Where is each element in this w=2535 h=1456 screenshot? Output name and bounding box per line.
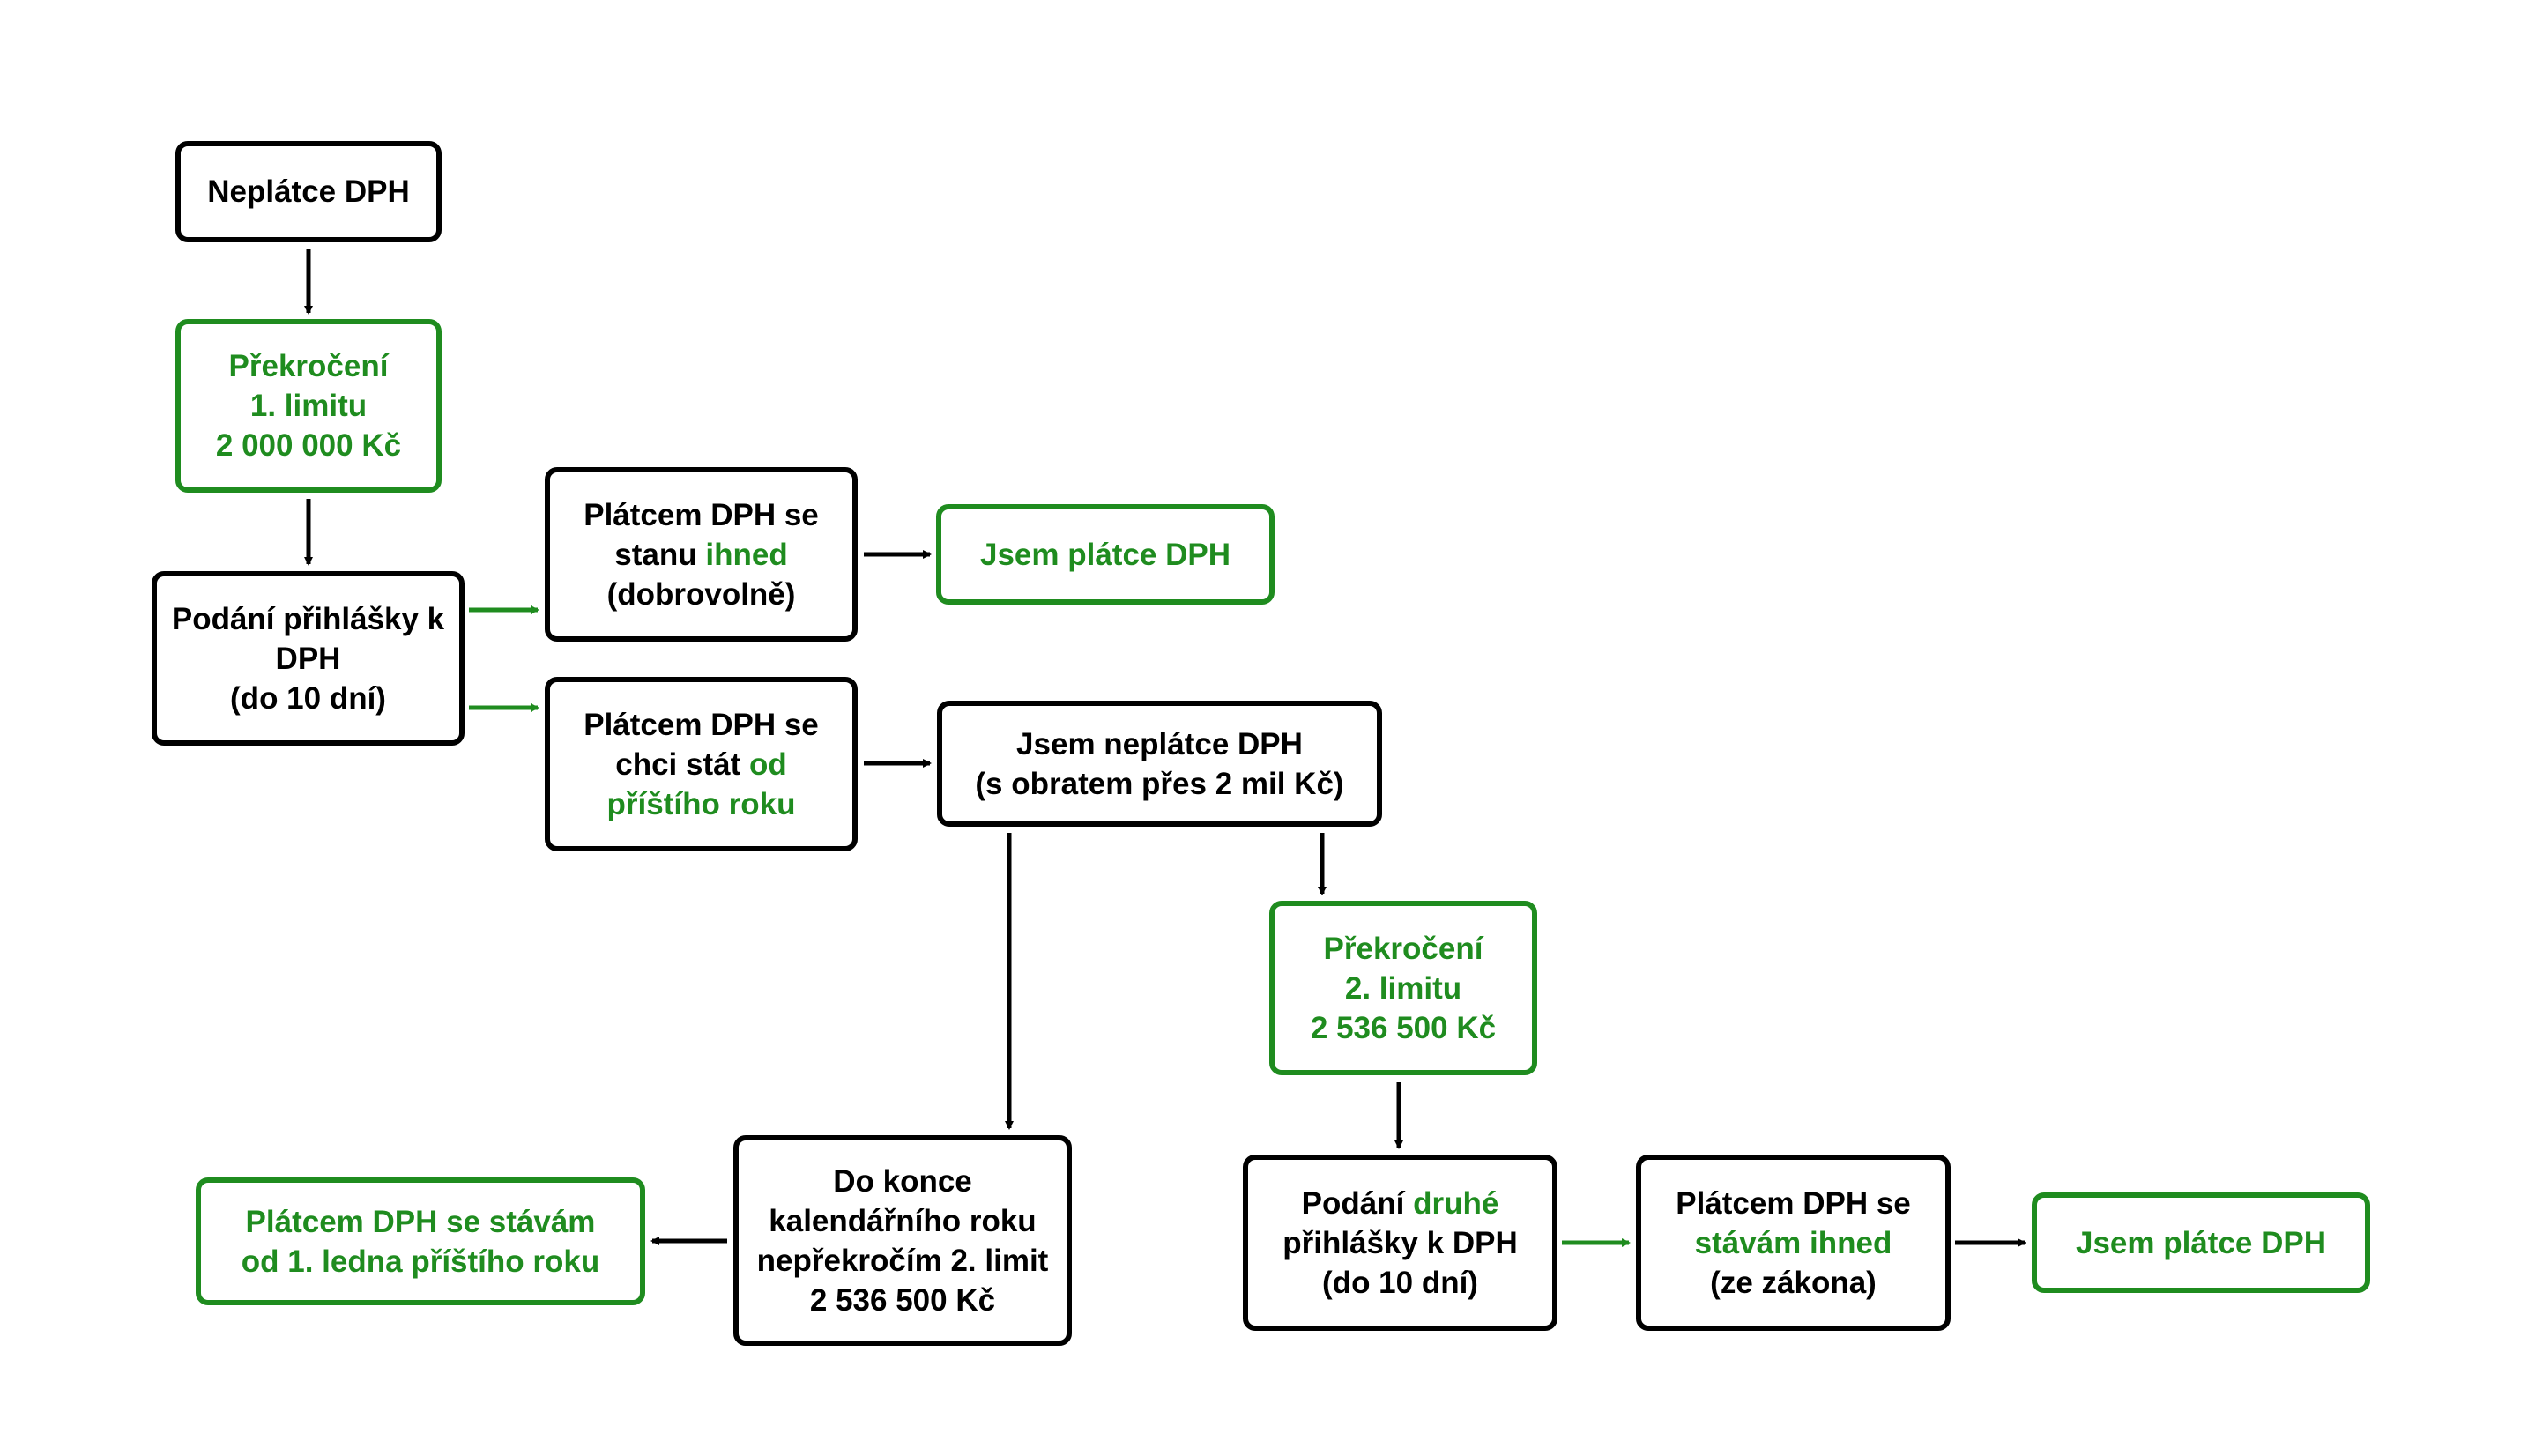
node-podani2-line1-a: Podání	[1301, 1185, 1414, 1221]
node-podani2-line1: Podání druhé	[1282, 1184, 1518, 1223]
node-platce1-line1: Jsem plátce DPH	[979, 537, 1231, 572]
node-prekroceni2-line2: 2. limitu	[1344, 970, 1462, 1006]
node-od-1-ledna: Plátcem DPH se stávám od 1. ledna příští…	[196, 1177, 645, 1305]
node-neplatce-dph: Neplátce DPH	[175, 141, 442, 242]
node-prekroceni-1-limitu: Překročení 1. limitu 2 000 000 Kč	[175, 319, 442, 493]
node-jsem-platce-2: Jsem plátce DPH	[2032, 1192, 2370, 1293]
node-stavam-ihned-line2: stávám ihned	[1694, 1225, 1892, 1260]
node-stanu-ihned-line2-highlight: ihned	[705, 537, 788, 572]
node-prekroceni2-line3: 2 536 500 Kč	[1310, 1010, 1497, 1045]
node-do-konce-line4: 2 536 500 Kč	[809, 1282, 996, 1318]
node-chci-stat-line2-highlight: od	[748, 747, 787, 782]
node-chci-stat-line2: chci stát od	[584, 745, 819, 784]
node-podani1-line1: Podání přihlášky k	[171, 601, 445, 636]
node-chci-stat-line3: příštího roku	[606, 786, 796, 821]
node-od-ledna-line2: od 1. ledna příštího roku	[241, 1244, 600, 1279]
node-chci-stat-od-pristiho-roku: Plátcem DPH se chci stát od příštího rok…	[545, 677, 858, 851]
node-stanu-ihned-line2: stanu ihned	[584, 535, 819, 575]
node-podani1-line2: DPH	[275, 641, 341, 676]
node-podani1-line3: (do 10 dní)	[230, 680, 386, 716]
node-jsem-neplatce-line1: Jsem neplátce DPH	[1016, 726, 1303, 761]
node-podani2-line2: přihlášky k DPH	[1282, 1225, 1518, 1260]
node-prekroceni1-line2: 1. limitu	[249, 389, 368, 423]
node-chci-stat-line1: Plátcem DPH se	[584, 707, 819, 742]
node-stanu-ihned: Plátcem DPH se stanu ihned (dobrovolně)	[545, 467, 858, 642]
node-podani-prihlasky: Podání přihlášky k DPH (do 10 dní)	[152, 571, 465, 746]
node-stavam-ihned-line1: Plátcem DPH se	[1676, 1185, 1911, 1221]
node-prekroceni1-line1: Překročení	[228, 349, 389, 383]
node-do-konce-roku: Do konce kalendářního roku nepřekročím 2…	[733, 1135, 1072, 1346]
node-stanu-ihned-line2-a: stanu	[614, 537, 706, 572]
node-podani2-line1-highlight: druhé	[1413, 1185, 1499, 1221]
node-prekroceni1-line3: 2 000 000 Kč	[215, 428, 402, 463]
node-do-konce-line3: nepřekročím 2. limit	[756, 1243, 1049, 1278]
node-neplatce-line1: Neplátce DPH	[207, 175, 410, 209]
node-stavam-ihned: Plátcem DPH se stávám ihned (ze zákona)	[1636, 1155, 1951, 1331]
node-podani2-line3: (do 10 dní)	[1322, 1265, 1478, 1300]
node-od-ledna-line1: Plátcem DPH se stávám	[245, 1204, 596, 1239]
node-platce2-line1: Jsem plátce DPH	[2075, 1225, 2327, 1260]
node-do-konce-line1: Do konce	[833, 1163, 972, 1199]
node-stanu-ihned-line3: (dobrovolně)	[606, 576, 796, 612]
node-podani-druhe-prihlasky: Podání druhé přihlášky k DPH (do 10 dní)	[1243, 1155, 1557, 1331]
node-do-konce-line2: kalendářního roku	[769, 1203, 1037, 1238]
node-prekroceni2-line1: Překročení	[1323, 931, 1483, 966]
node-jsem-neplatce-line2: (s obratem přes 2 mil Kč)	[975, 766, 1344, 801]
node-stanu-ihned-line1: Plátcem DPH se	[584, 497, 819, 532]
node-jsem-platce-1: Jsem plátce DPH	[936, 504, 1275, 605]
node-stavam-ihned-line3: (ze zákona)	[1710, 1265, 1877, 1300]
node-jsem-neplatce: Jsem neplátce DPH (s obratem přes 2 mil …	[937, 701, 1382, 827]
node-prekroceni-2-limitu: Překročení 2. limitu 2 536 500 Kč	[1269, 901, 1537, 1075]
node-chci-stat-line2-a: chci stát	[615, 747, 749, 782]
